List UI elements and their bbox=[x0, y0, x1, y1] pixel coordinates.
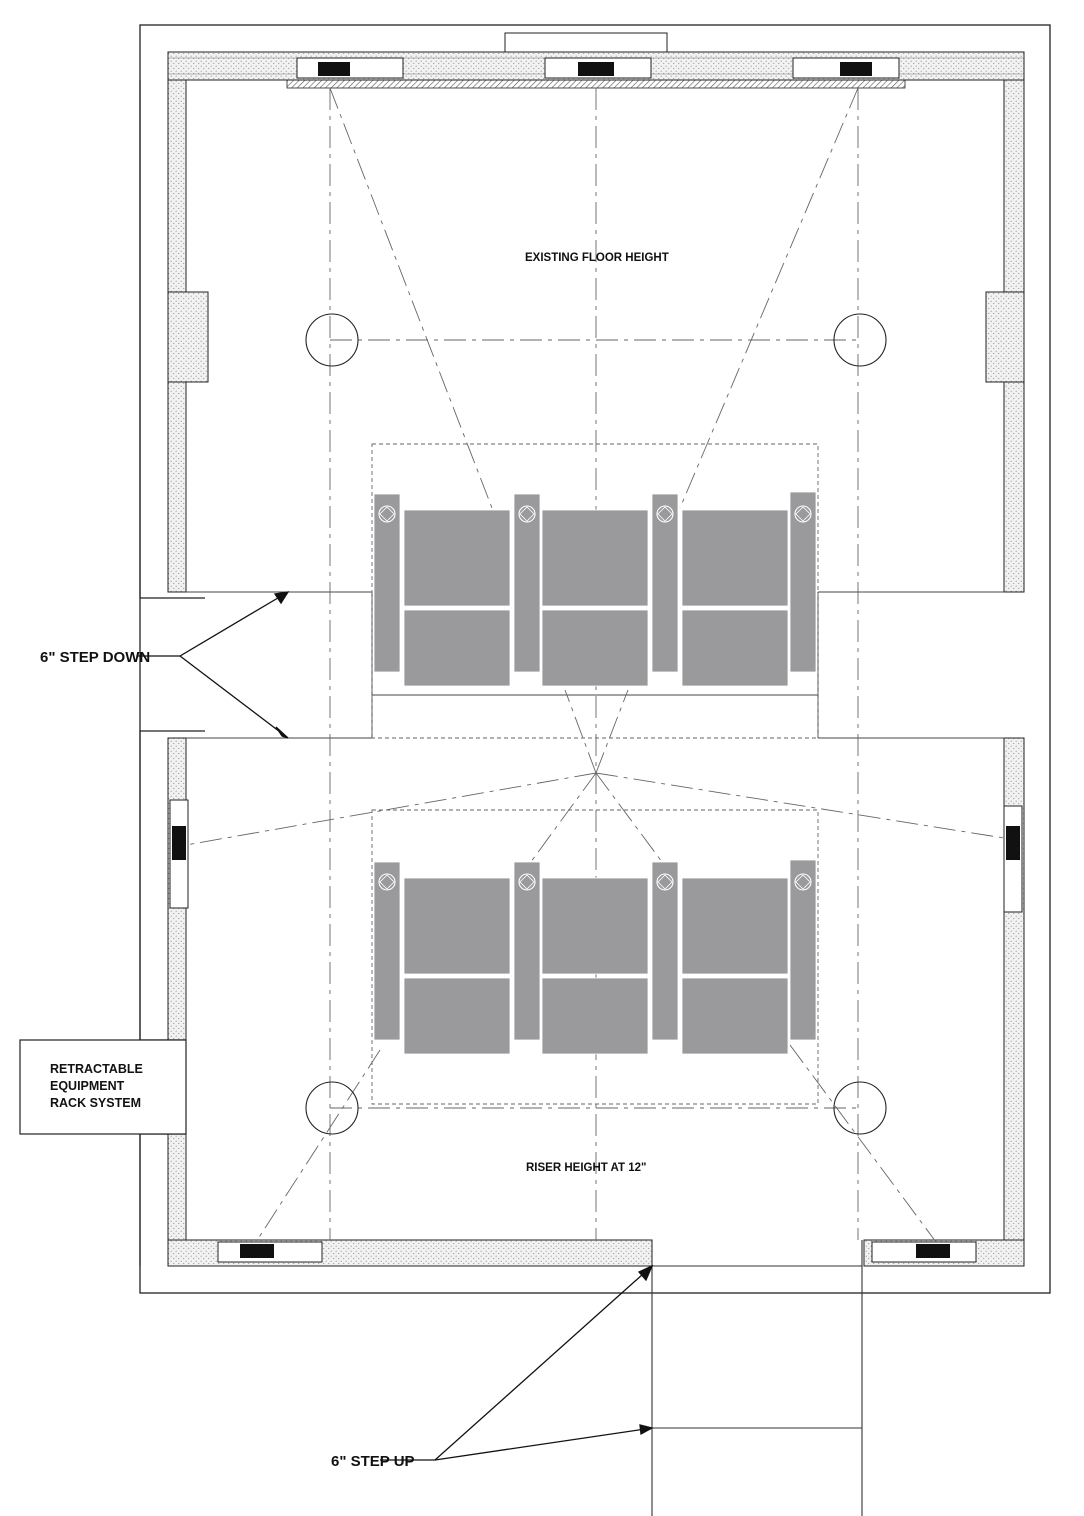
cup-holder-icon bbox=[795, 874, 811, 890]
cup-holder-icon bbox=[379, 874, 395, 890]
seat-back bbox=[403, 509, 511, 607]
seat-footrest bbox=[681, 977, 789, 1055]
rear-right-speaker-icon bbox=[871, 1241, 977, 1263]
seat-back bbox=[681, 509, 789, 607]
top-bump bbox=[504, 32, 668, 53]
seat-back bbox=[403, 877, 511, 975]
outer-wall-outline bbox=[139, 24, 1051, 1294]
armrest bbox=[513, 493, 541, 673]
cup-holder-icon bbox=[656, 505, 674, 523]
armrest bbox=[373, 493, 401, 673]
armrest bbox=[651, 861, 679, 1041]
cup-holder-icon bbox=[794, 873, 812, 891]
ceiling-speaker-icon bbox=[305, 313, 359, 367]
equipment-rack-box bbox=[19, 1039, 187, 1135]
front-left-speaker-icon bbox=[296, 57, 404, 79]
armrest bbox=[789, 859, 817, 1041]
armrest bbox=[789, 491, 817, 673]
right-wall-pocket-upper bbox=[985, 291, 1025, 383]
seat-footrest bbox=[403, 609, 511, 687]
cup-holder-icon bbox=[519, 506, 535, 522]
rear-seating-row bbox=[373, 859, 817, 1055]
seat-back bbox=[681, 877, 789, 975]
front-seating-row bbox=[373, 491, 817, 687]
cup-holder-icon bbox=[378, 873, 396, 891]
seat-footrest bbox=[681, 609, 789, 687]
side-left-speaker-icon bbox=[169, 799, 189, 909]
cup-holder-icon bbox=[378, 505, 396, 523]
screen-wall-hatch bbox=[286, 79, 906, 89]
cup-holder-icon bbox=[795, 506, 811, 522]
rear-left-speaker-icon bbox=[217, 1241, 323, 1263]
ceiling-speaker-icon bbox=[305, 1081, 359, 1135]
cup-holder-icon bbox=[656, 873, 674, 891]
seat-back bbox=[541, 877, 649, 975]
rear-row-zone bbox=[371, 809, 819, 1105]
rack-label-line1: RETRACTABLE bbox=[50, 1062, 143, 1076]
step-down-arrows bbox=[138, 591, 290, 739]
armrest bbox=[651, 493, 679, 673]
seat-footrest bbox=[541, 977, 649, 1055]
cup-holder-icon bbox=[518, 505, 536, 523]
center-speaker-icon bbox=[544, 57, 652, 79]
riser-height-label: RISER HEIGHT AT 12" bbox=[526, 1162, 646, 1174]
seat-back bbox=[541, 509, 649, 607]
step-up-label: 6" STEP UP bbox=[331, 1453, 415, 1470]
cup-holder-icon bbox=[794, 505, 812, 523]
front-row-zone bbox=[371, 443, 819, 739]
cup-holder-icon bbox=[657, 506, 673, 522]
ceiling-speaker-icon bbox=[833, 1081, 887, 1135]
step-up-arrows bbox=[380, 1264, 654, 1461]
existing-floor-label: EXISTING FLOOR HEIGHT bbox=[525, 252, 669, 264]
step-down-label: 6" STEP DOWN bbox=[40, 649, 150, 666]
side-right-speaker-icon bbox=[1003, 805, 1023, 913]
left-wall-pocket-upper bbox=[167, 291, 209, 383]
seat-footrest bbox=[541, 609, 649, 687]
entry-corridor bbox=[651, 1240, 863, 1516]
cup-holder-icon bbox=[519, 874, 535, 890]
armrest bbox=[513, 861, 541, 1041]
cup-holder-icon bbox=[657, 874, 673, 890]
rack-label-line3: RACK SYSTEM bbox=[50, 1096, 141, 1110]
front-right-speaker-icon bbox=[792, 57, 900, 79]
cup-holder-icon bbox=[379, 506, 395, 522]
ceiling-speaker-icon bbox=[833, 313, 887, 367]
rack-label-line2: EQUIPMENT bbox=[50, 1079, 125, 1093]
armrest bbox=[373, 861, 401, 1041]
cup-holder-icon bbox=[518, 873, 536, 891]
seat-footrest bbox=[403, 977, 511, 1055]
